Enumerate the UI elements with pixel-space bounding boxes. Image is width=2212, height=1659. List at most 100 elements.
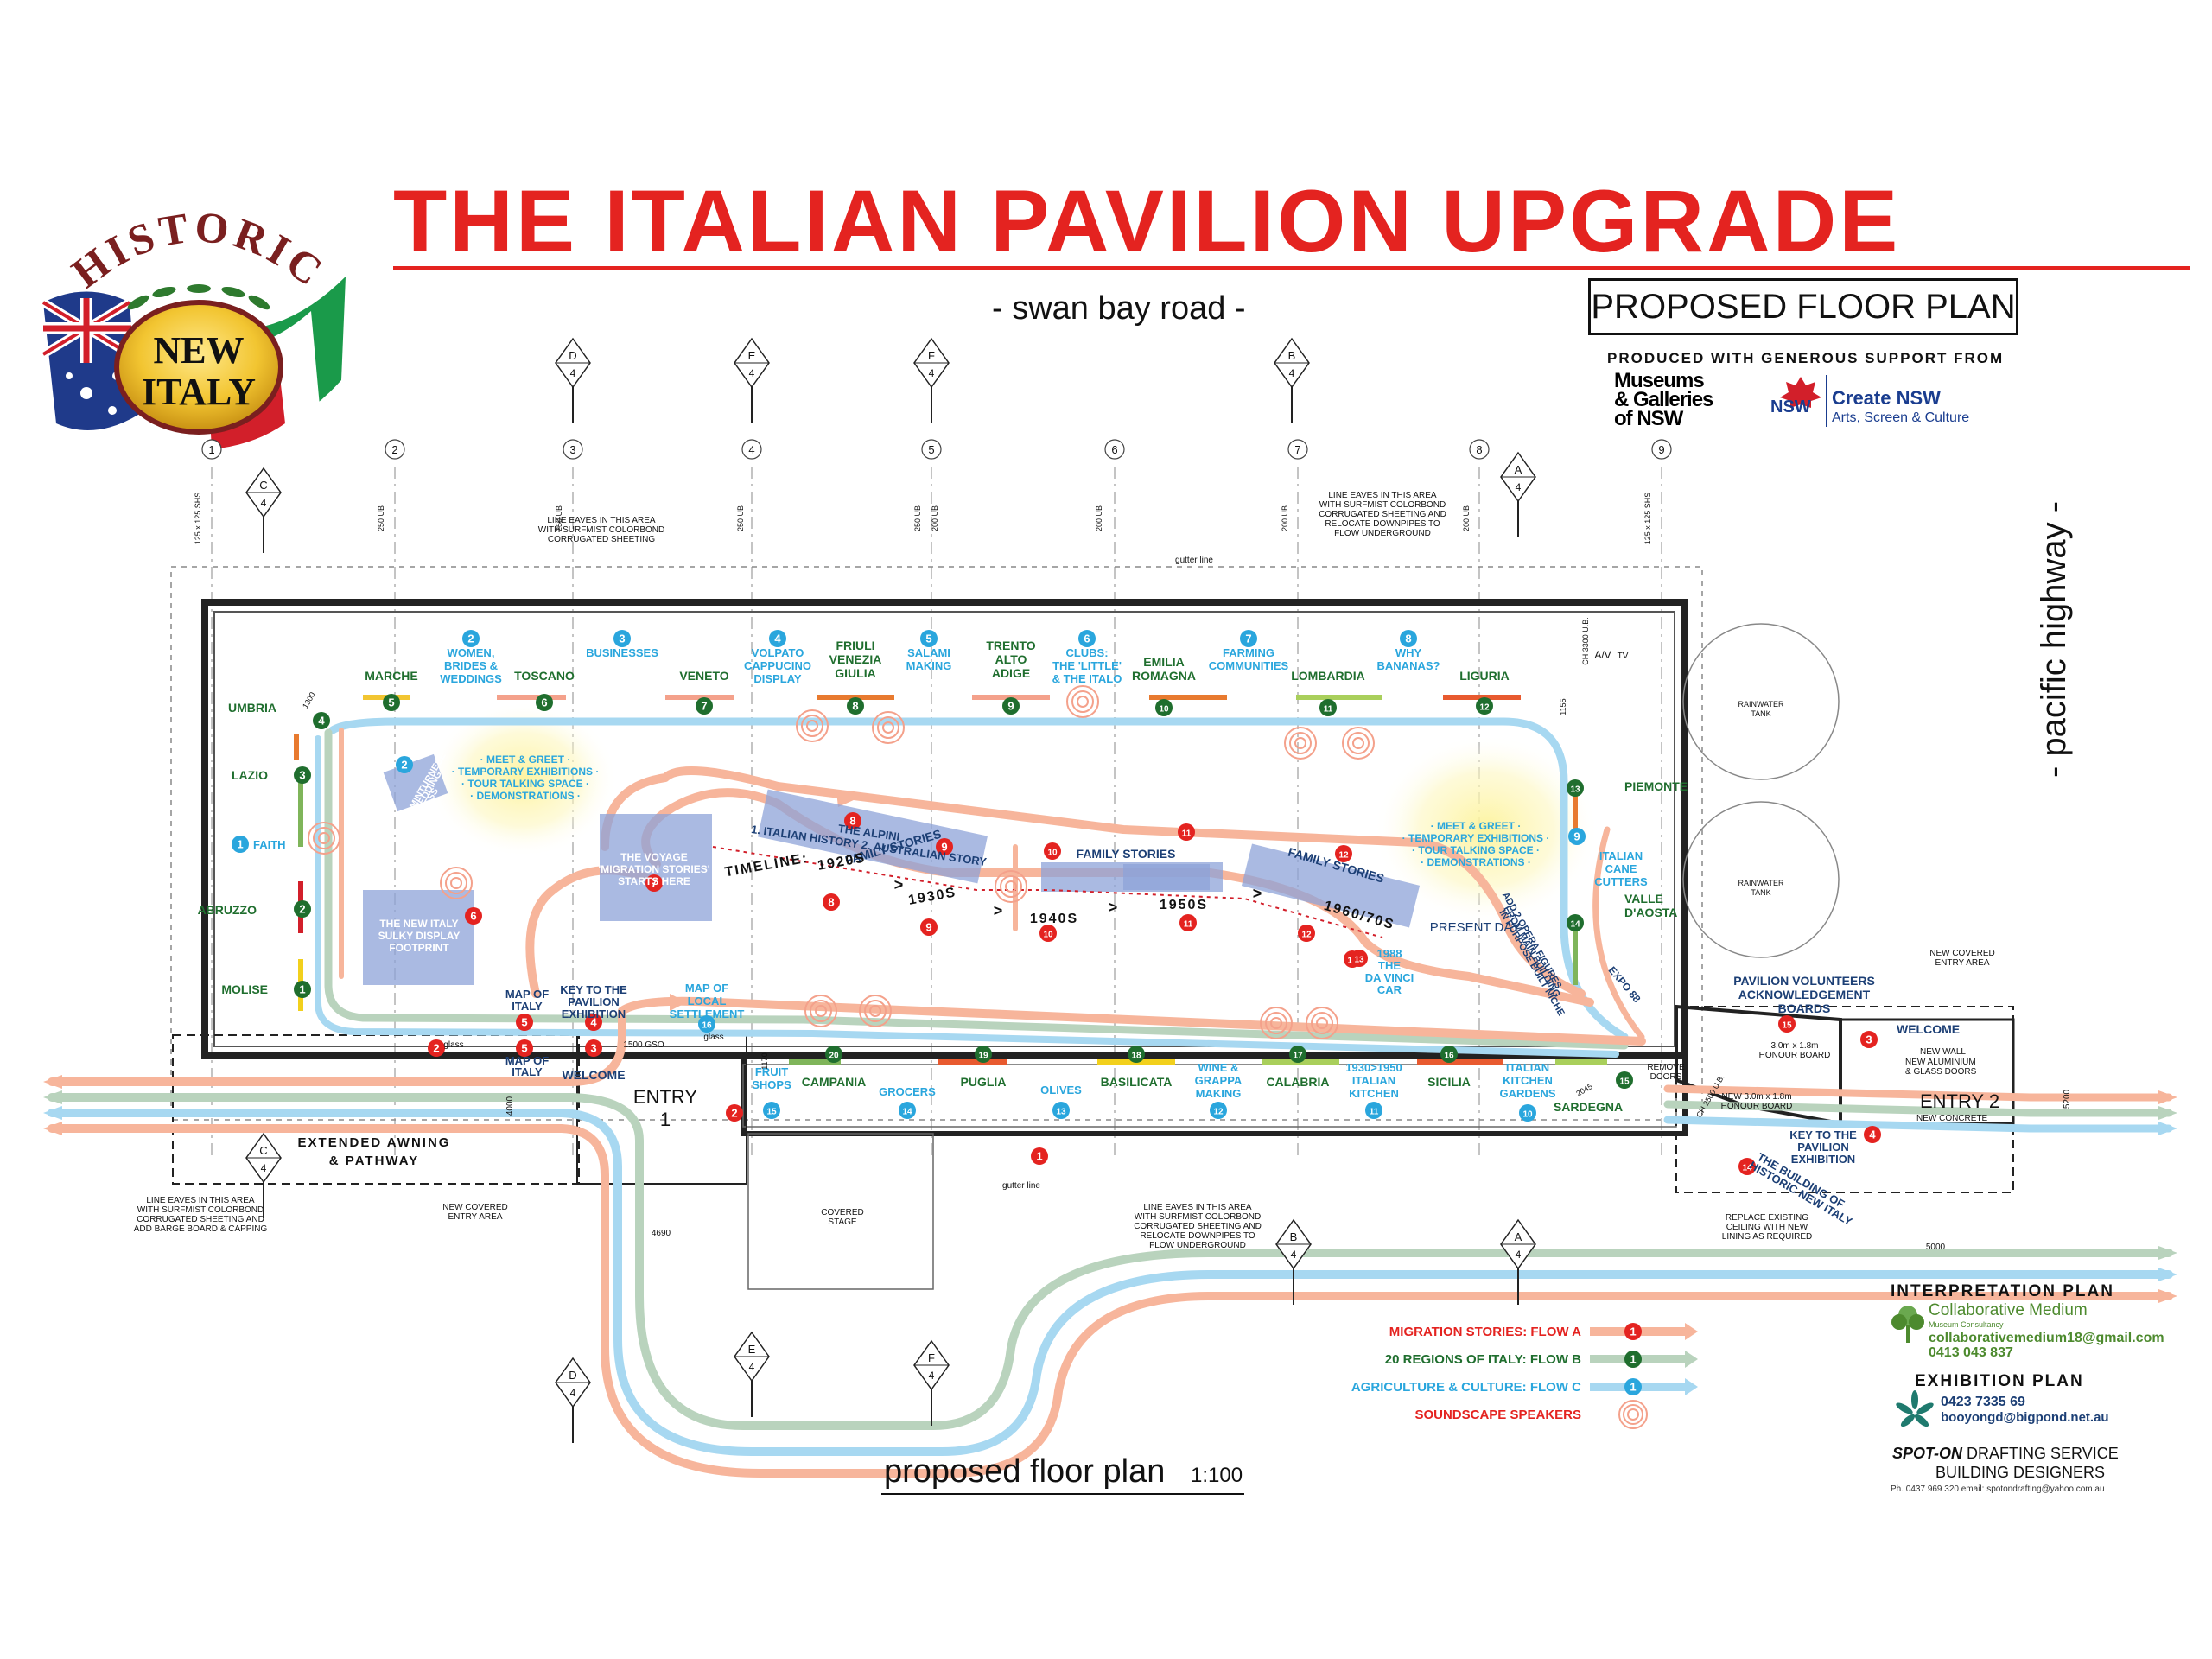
culture-badge-number: 2 <box>467 632 474 645</box>
grid-axis-number: 1 <box>208 443 214 456</box>
migration-badge-number: 14 <box>1742 1164 1752 1173</box>
region-badge-number: 10 <box>1159 705 1169 715</box>
speaker-icon <box>872 711 905 744</box>
migration-badge: 14 <box>1738 1158 1756 1175</box>
meet-greet-label: · TEMPORARY EXHIBITIONS · <box>1402 832 1550 844</box>
region-badge: 9 <box>1002 697 1020 715</box>
era-label: 1940S <box>1030 912 1078 926</box>
culture-badge: 2 <box>396 756 413 773</box>
note-text: NEW WALL <box>1920 1047 1966 1057</box>
migration-badge: 1 <box>1031 1147 1048 1165</box>
section-letter: A <box>1515 463 1522 476</box>
culture-badge: 3 <box>613 630 631 647</box>
culture-badge-disc <box>763 1102 780 1119</box>
culture-label: FARMING <box>1223 646 1274 659</box>
region-badge-number: 11 <box>1324 705 1333 715</box>
legend-label: SOUNDSCAPE SPEAKERS <box>1414 1408 1581 1422</box>
migration-badge-number: 10 <box>1043 931 1053 940</box>
culture-badge-disc <box>1078 630 1096 647</box>
note-text: WITH SURFMIST COLORBOND <box>137 1205 264 1215</box>
grid-axis-number: 2 <box>391 443 397 456</box>
timeline-label: TIMELINE: <box>723 851 809 880</box>
section-number: 4 <box>261 1162 267 1174</box>
note-text: WITH SURFMIST COLORBOND <box>1319 500 1446 510</box>
section-number: 4 <box>749 1361 755 1373</box>
region-badge-number: 18 <box>1131 1052 1141 1061</box>
region-label: ADIGE <box>992 666 1030 680</box>
migration-badge: 4 <box>1864 1126 1881 1143</box>
grid-axis-bubble: 9 <box>1651 439 1672 460</box>
cm-phone: 0413 043 837 <box>1929 1345 2013 1360</box>
culture-badge: 1 <box>232 836 249 853</box>
legend-badge-number: 1 <box>1630 1325 1636 1338</box>
region-badge-disc <box>294 900 311 918</box>
culture-badge-disc <box>1210 1102 1227 1119</box>
meet-greet-zone <box>1374 734 1599 925</box>
culture-badge-number: 12 <box>1213 1108 1224 1117</box>
migration-badge: 5 <box>516 1039 533 1057</box>
culture-badge: 4 <box>769 630 786 647</box>
meet-greet-label: · TEMPORARY EXHIBITIONS · <box>452 766 600 778</box>
migration-label: DA VINCI <box>1365 971 1414 984</box>
region-badge-number: 1 <box>299 983 305 996</box>
migration-badge-number: 8 <box>828 896 834 909</box>
spot-on-bold: SPOT-ON <box>1892 1445 1963 1462</box>
culture-label: BRIDES & <box>444 659 498 672</box>
grid-axis-bubble: 8 <box>1469 439 1490 460</box>
region-badge: 19 <box>975 1046 992 1063</box>
column-size-tag: 200 UB <box>931 505 939 531</box>
region-colour-bar <box>938 1059 1007 1065</box>
region-colour-bar <box>1555 1059 1607 1065</box>
culture-label: ITALIAN <box>1599 849 1643 862</box>
region-badge-disc <box>536 694 553 711</box>
region-badge-number: 16 <box>1444 1052 1454 1061</box>
region-badge-number: 6 <box>541 696 547 709</box>
region-label: TOSCANO <box>514 669 575 683</box>
section-number: 4 <box>1516 481 1522 493</box>
region-label: ALTO <box>995 652 1027 666</box>
culture-badge-disc <box>698 1015 715 1033</box>
speaker-icon <box>804 995 837 1027</box>
section-number: 4 <box>1289 367 1295 379</box>
note-text: LINING AS REQUIRED <box>1722 1232 1812 1242</box>
region-label: LOMBARDIA <box>1291 669 1365 683</box>
note-text: COVERED <box>821 1208 863 1217</box>
grid-axis-number: 9 <box>1658 443 1664 456</box>
region-badge: 3 <box>294 766 311 784</box>
note-text: CORRUGATED SHEETING AND <box>1134 1222 1262 1231</box>
soundscape-speakers <box>308 685 1375 1039</box>
region-badge-number: 13 <box>1570 785 1580 795</box>
migration-badge-disc <box>1298 925 1315 942</box>
awning-label: & PATHWAY <box>329 1154 419 1168</box>
section-marker: B4 <box>1274 337 1310 423</box>
region-badge: 11 <box>1319 699 1337 716</box>
logo-line2: ITALY <box>142 371 256 413</box>
culture-label: CLUBS: <box>1065 646 1108 659</box>
culture-label: FRUIT <box>755 1065 788 1078</box>
section-number: 4 <box>570 1387 576 1399</box>
rainwater-tank <box>1682 623 1840 780</box>
note-text: LINE EAVES IN THIS AREA <box>547 516 656 525</box>
note-text: LINE EAVES IN THIS AREA <box>1143 1203 1252 1212</box>
legend-row: SOUNDSCAPE SPEAKERS <box>1414 1400 1648 1429</box>
migration-badge-disc <box>1738 1158 1756 1175</box>
region-badge-number: 8 <box>852 700 858 713</box>
migration-badge: 7 <box>645 874 663 892</box>
grid-axis-circle <box>1469 439 1490 460</box>
note-text: RELOCATE DOWNPIPES TO <box>1325 519 1440 529</box>
culture-badge-number: 3 <box>619 632 625 645</box>
entry-1-label: 1 <box>660 1109 671 1130</box>
migration-label: STARTS HERE <box>618 875 690 887</box>
culture-badge: 16 <box>698 1015 715 1033</box>
grid-axis-bubble: 3 <box>563 439 583 460</box>
migration-badge-number: 8 <box>849 815 855 828</box>
note-text: LINE EAVES IN THIS AREA <box>1328 491 1437 500</box>
note-text: 3.0m x 1.8m <box>1770 1041 1818 1051</box>
note-text: 1500 GSO <box>623 1040 664 1050</box>
migration-badge-disc <box>516 1014 533 1031</box>
flow-arrowheads <box>43 791 2177 1303</box>
region-label: CAMPANIA <box>802 1075 866 1089</box>
